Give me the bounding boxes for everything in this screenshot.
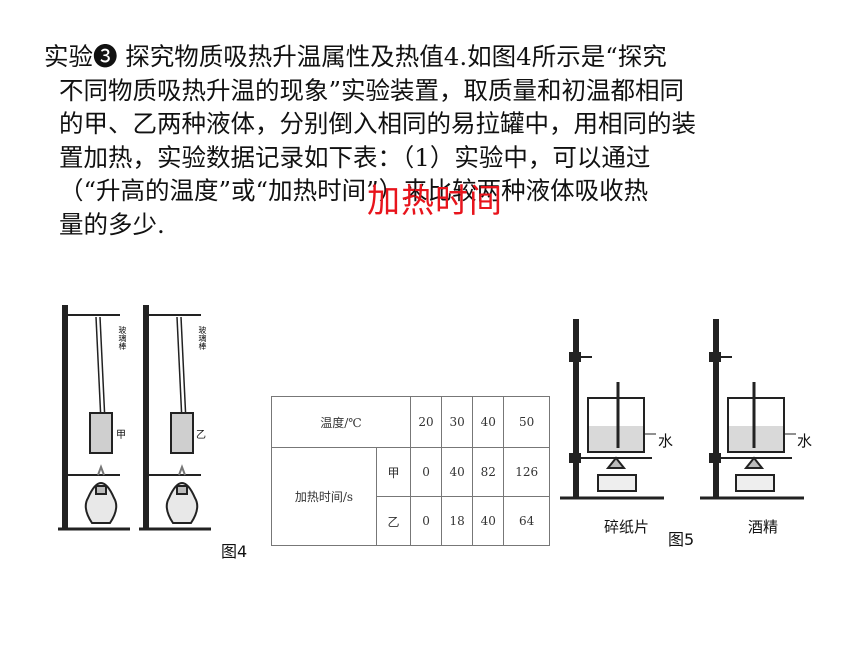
data-table: 温度/℃ 20 30 40 50 加热时间/s 甲 0 40 82 126 乙 … — [271, 396, 550, 546]
figure-5-apparatus — [560, 319, 804, 500]
answer-overlay: 加热时间 — [367, 181, 503, 220]
table-row-label-jia: 甲 — [376, 447, 411, 497]
table-row-temperature: 温度/℃ 20 30 40 50 — [271, 396, 550, 448]
table-cell: 18 — [441, 496, 474, 546]
question-line-3: 的甲、乙两种液体，分别倒入相同的易拉罐中，用相同的装 — [59, 109, 696, 138]
figure-4-rod-label-right: 玻璃棒 — [198, 326, 207, 350]
table-cell: 40 — [472, 496, 505, 546]
table-cell: 50 — [503, 396, 550, 448]
table-row-jia: 加热时间/s 甲 0 40 82 126 — [271, 447, 550, 546]
figure-5-fuel-label-right: 酒精 — [748, 518, 779, 536]
figure-5-water-label-right: 水 — [797, 432, 813, 450]
figure-4-label-yi: 乙 — [196, 430, 206, 441]
question-line-1: 实验❸ 探究物质吸热升温属性及热值4.如图4所示是“探究 — [44, 42, 667, 71]
table-cell: 0 — [409, 447, 443, 497]
table-cell: 0 — [409, 496, 443, 546]
table-cell: 20 — [409, 396, 443, 448]
question-line-5: （“升高的温度”或“加热时间”）来比较两种液体吸收热 — [59, 176, 649, 205]
table-cell: 126 — [503, 447, 550, 497]
table-cell: 64 — [503, 496, 550, 546]
figure-5-caption: 图5 — [668, 530, 695, 549]
figure-4-caption: 图4 — [221, 542, 248, 561]
figure-5-fuel-label-left: 碎纸片 — [604, 518, 650, 536]
table-cell: 40 — [472, 396, 505, 448]
table-header-heating-time: 加热时间/s — [271, 447, 377, 546]
figure-4-apparatus — [58, 305, 211, 531]
table-cell: 40 — [441, 447, 474, 497]
figure-5-water-label-left: 水 — [658, 432, 674, 450]
table-header-temperature: 温度/℃ — [271, 396, 411, 448]
table-cell: 30 — [441, 396, 474, 448]
question-paragraph: 实验❸ 探究物质吸热升温属性及热值4.如图4所示是“探究 不同物质吸热升温的现象… — [44, 40, 834, 241]
table-cell: 82 — [472, 447, 505, 497]
question-line-6: 量的多少. — [59, 209, 165, 239]
question-line-4: 置加热，实验数据记录如下表：（1）实验中，可以通过 — [59, 142, 651, 172]
figure-4-label-jia: 甲 — [116, 430, 126, 441]
figure-4-rod-label-left: 玻璃棒 — [118, 326, 127, 350]
table-row-label-yi: 乙 — [376, 496, 411, 546]
table-row-yi: 乙 0 18 40 64 — [272, 496, 550, 546]
question-line-2: 不同物质吸热升温的现象”实验装置，取质量和初温都相同 — [59, 75, 685, 105]
